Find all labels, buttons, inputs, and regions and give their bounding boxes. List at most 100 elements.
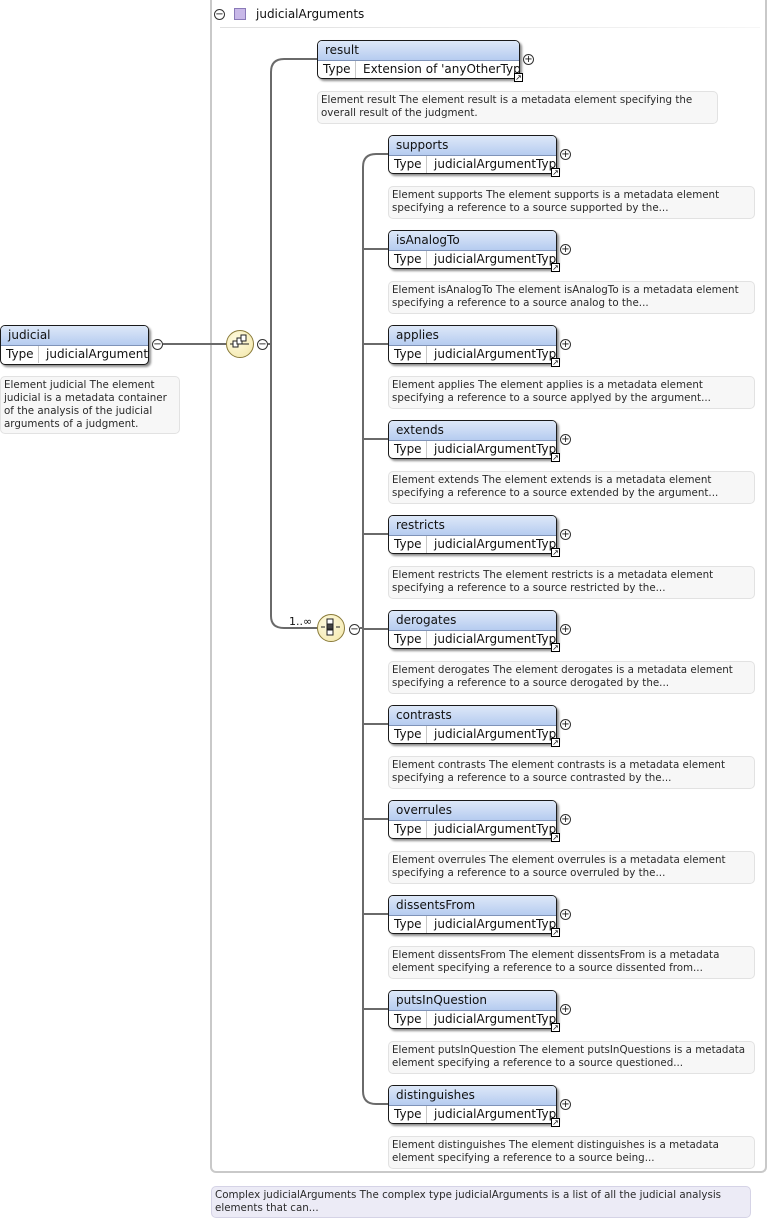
element-name: judicial (1, 326, 148, 346)
element-type-row: Type judicialArgumentType (389, 631, 556, 648)
expand-icon[interactable]: + (560, 149, 571, 160)
element-documentation: Element derogates The element derogates … (388, 661, 755, 694)
expand-icon[interactable]: + (560, 1099, 571, 1110)
type-label: Type (389, 916, 427, 933)
element-documentation: Element dissentsFrom The element dissent… (388, 946, 755, 979)
jump-to-type-icon[interactable]: ↗ (514, 73, 523, 82)
element-documentation: Element contrasts The element contrasts … (388, 756, 755, 789)
expand-icon[interactable]: + (560, 244, 571, 255)
jump-to-type-icon[interactable]: ↗ (551, 358, 560, 367)
jump-to-type-icon[interactable]: ↗ (551, 1023, 560, 1032)
jump-to-type-icon[interactable]: ↗ (551, 453, 560, 462)
jump-to-type-icon[interactable]: ↗ (551, 263, 560, 272)
element-name: distinguishes (389, 1086, 556, 1106)
type-value: judicialArgumentType (434, 1012, 556, 1026)
jump-to-type-icon[interactable]: ↗ (551, 643, 560, 652)
type-label: Type (389, 1106, 427, 1123)
element-type-row: Type judicialArgumentType (389, 156, 556, 173)
element-type-row: Type judicialArgumentType (389, 1106, 556, 1123)
element-documentation: Element restricts The element restricts … (388, 566, 755, 599)
type-value: judicialArgumentType (434, 632, 556, 646)
type-value: judicialArgumentType (434, 822, 556, 836)
element-name: isAnalogTo (389, 231, 556, 251)
complex-type-icon (234, 8, 246, 20)
element-name: restricts (389, 516, 556, 536)
type-label: Type (389, 1011, 427, 1028)
element-documentation: Element isAnalogTo The element isAnalogT… (388, 281, 755, 314)
expand-icon[interactable]: + (560, 434, 571, 445)
collapse-icon[interactable]: − (349, 624, 360, 635)
collapse-icon[interactable]: − (257, 339, 268, 350)
expand-icon[interactable]: + (560, 909, 571, 920)
complex-type-name: judicialArguments (256, 7, 365, 21)
element-name: extends (389, 421, 556, 441)
element-documentation: Element overrules The element overrules … (388, 851, 755, 884)
element-name: result (318, 41, 519, 61)
expand-icon[interactable]: + (560, 339, 571, 350)
element-name: applies (389, 326, 556, 346)
element-documentation: Element putsInQuestion The element putsI… (388, 1041, 755, 1074)
expand-icon[interactable]: + (560, 1004, 571, 1015)
element-name: contrasts (389, 706, 556, 726)
complex-type-header: − judicialArguments (212, 3, 762, 25)
expand-icon[interactable]: + (560, 814, 571, 825)
type-label: Type (318, 61, 356, 78)
element-name: derogates (389, 611, 556, 631)
expand-icon[interactable]: + (560, 529, 571, 540)
type-label: Type (389, 536, 427, 553)
type-value: judicialArgumentType (434, 157, 556, 171)
element-documentation: Element result The element result is a m… (317, 91, 718, 124)
type-value: judicialArguments (46, 347, 148, 361)
type-label: Type (389, 156, 427, 173)
jump-to-type-icon[interactable]: ↗ (551, 1118, 560, 1127)
element-name: supports (389, 136, 556, 156)
type-label: Type (389, 441, 427, 458)
type-value: judicialArgumentType (434, 917, 556, 931)
element-name: putsInQuestion (389, 991, 556, 1011)
jump-to-type-icon[interactable]: ↗ (551, 548, 560, 557)
choice-compositor-icon[interactable] (317, 614, 345, 642)
header-divider (220, 27, 760, 28)
type-label: Type (389, 251, 427, 268)
jump-to-type-icon[interactable]: ↗ (551, 168, 560, 177)
type-value: judicialArgumentType (434, 347, 556, 361)
collapse-icon[interactable]: − (152, 339, 163, 350)
complex-type-documentation: Complex judicialArguments The complex ty… (211, 1186, 751, 1218)
expand-icon[interactable]: + (560, 719, 571, 730)
type-value: judicialArgumentType (434, 727, 556, 741)
type-label: Type (389, 726, 427, 743)
element-type-row: Type judicialArgumentType (389, 726, 556, 743)
collapse-icon[interactable]: − (214, 9, 225, 20)
type-label: Type (389, 631, 427, 648)
type-value: judicialArgumentType (434, 1107, 556, 1121)
expand-icon[interactable]: + (523, 54, 534, 65)
sequence-compositor-icon[interactable] (226, 330, 254, 358)
sequence-glyph (230, 334, 249, 348)
element-documentation: Element judicial The element judicial is… (0, 376, 180, 434)
jump-to-type-icon[interactable]: ↗ (551, 833, 560, 842)
jump-to-type-icon[interactable]: ↗ (551, 928, 560, 937)
expand-icon[interactable]: + (560, 624, 571, 635)
jump-to-type-icon[interactable]: ↗ (551, 738, 560, 747)
element-documentation: Element applies The element applies is a… (388, 376, 755, 409)
element-type-row: Type judicialArgumentType (389, 916, 556, 933)
